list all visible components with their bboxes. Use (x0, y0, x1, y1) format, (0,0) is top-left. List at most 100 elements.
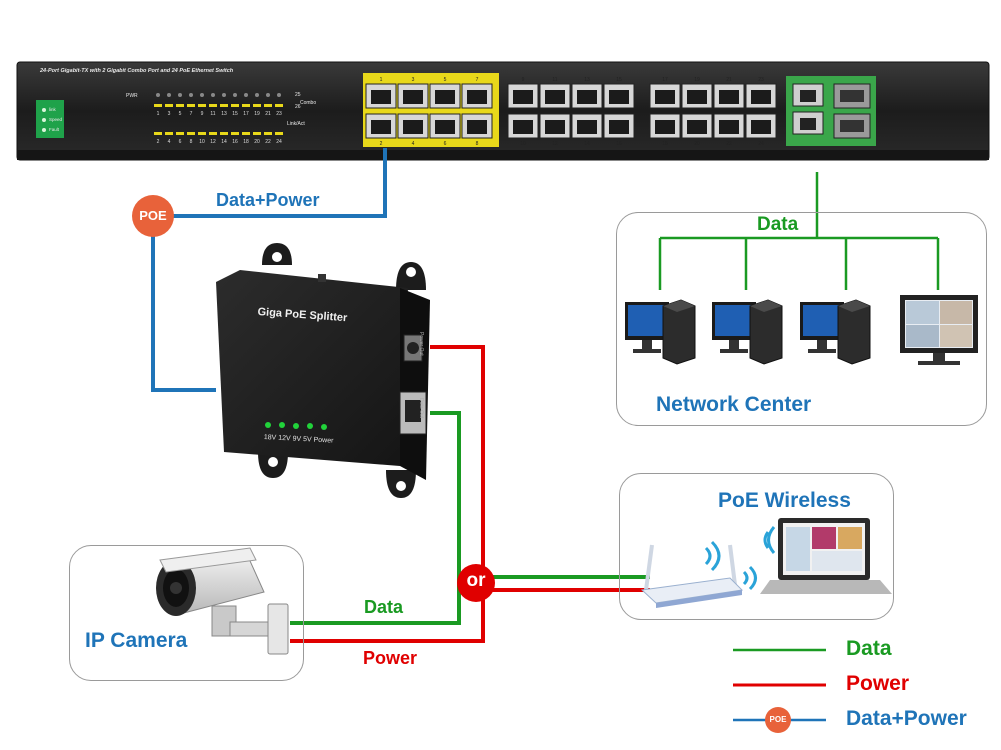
rj45-port-socket (371, 90, 391, 104)
power-cable (290, 345, 485, 643)
camera-power-label: Power (363, 648, 418, 668)
or-badge (457, 564, 495, 602)
splitter-power-out-label: Power Out (418, 332, 424, 356)
switch-led-bar (253, 132, 261, 135)
led-number: 23 (276, 111, 282, 117)
port-number: 9 (522, 77, 525, 83)
port-number: 4 (412, 141, 415, 147)
led-number: 8 (190, 139, 193, 145)
port-number: 10 (520, 141, 526, 147)
splitter-data-out-label: Data Out (418, 398, 424, 419)
port-25-label: 25 (295, 92, 301, 98)
port-number: 5 (444, 77, 447, 83)
rj45-port-socket (655, 120, 675, 134)
rj45-port-socket (513, 120, 533, 134)
rj45-port-socket (577, 90, 597, 104)
led-number: 4 (168, 139, 171, 145)
led-number: 2 (157, 139, 160, 145)
switch-led (156, 93, 160, 97)
switch-led-bar (253, 104, 261, 107)
port-number: 13 (584, 77, 590, 83)
rj45-port-socket (719, 90, 739, 104)
led-number: 1 (157, 111, 160, 117)
led-number: 15 (232, 111, 238, 117)
switch-led-bar (264, 104, 272, 107)
indicator-fault: Fault (49, 127, 60, 132)
poe-wireless-box (619, 473, 894, 620)
switch-led-bar (275, 132, 283, 135)
switch-led-bar (176, 132, 184, 135)
switch-led-bar (242, 104, 250, 107)
rj45-port-socket (687, 90, 707, 104)
legend-power-label: Power (846, 672, 910, 695)
combo-label: Combo (300, 100, 317, 106)
rj45-port-socket (545, 120, 565, 134)
led-number: 13 (221, 111, 227, 117)
legend-data-label: Data (846, 637, 892, 660)
network-center-devices (625, 299, 871, 365)
led-number: 17 (243, 111, 249, 117)
ip-camera-box (69, 545, 304, 681)
legend (733, 648, 826, 733)
switch-title: 24-Port Gigabit-TX with 2 Gigabit Combo … (40, 68, 234, 74)
port-number: 19 (694, 77, 700, 83)
led-number: 12 (210, 139, 216, 145)
switch-led-bar (165, 104, 173, 107)
data-power-label: Data+Power (216, 190, 320, 210)
poe-wireless-label: PoE Wireless (718, 489, 851, 512)
port-number: 22 (726, 141, 732, 147)
indicator-speed: Speed (49, 117, 63, 122)
switch-led-bar (187, 104, 195, 107)
rj45-port-socket (403, 90, 423, 104)
switch-led-bar (198, 132, 206, 135)
switch-led-bar (264, 132, 272, 135)
switch-led (255, 93, 259, 97)
switch-led (200, 93, 204, 97)
port-number: 12 (552, 141, 558, 147)
switch-led-bar (198, 104, 206, 107)
port-number: 23 (758, 77, 764, 83)
switch-led-bar (209, 104, 217, 107)
wifi-router-icon (640, 540, 757, 608)
switch-led-bar (187, 132, 195, 135)
data-cable (290, 411, 461, 625)
port-number: 6 (444, 141, 447, 147)
rj45-port-socket (435, 90, 455, 104)
led-number: 20 (254, 139, 260, 145)
switch-led-bar (154, 132, 162, 135)
switch-led-bar (242, 132, 250, 135)
poe-badge-label: POE (139, 208, 167, 223)
port-number: 16 (616, 141, 622, 147)
network-data-label: Data (757, 214, 799, 235)
switch-led (178, 93, 182, 97)
rj45-port-socket (467, 120, 487, 134)
indicator-link: link (49, 107, 56, 112)
switch-led-bar (220, 104, 228, 107)
led-number: 6 (179, 139, 182, 145)
switch-led (211, 93, 215, 97)
port-26-label: 26 (295, 104, 301, 110)
poe-switch: 123456789101112131415161718192021222324 … (16, 61, 990, 161)
port-number: 8 (476, 141, 479, 147)
port-number: 15 (616, 77, 622, 83)
rj45-port-socket (435, 120, 455, 134)
switch-led (167, 93, 171, 97)
rj45-port-socket (719, 120, 739, 134)
switch-led-bar (231, 132, 239, 135)
led-number: 5 (179, 111, 182, 117)
monitor-icon (900, 295, 978, 365)
legend-data-power-label: Data+Power (846, 707, 967, 730)
port-number: 18 (662, 141, 668, 147)
link-act-label: Link/Act (287, 121, 305, 127)
switch-led (277, 93, 281, 97)
rj45-port-socket (609, 120, 629, 134)
rj45-port-socket (751, 90, 771, 104)
led-number: 11 (210, 111, 215, 117)
led-number: 21 (265, 111, 271, 117)
switch-led-bar (220, 132, 228, 135)
led-number: 18 (243, 139, 249, 145)
network-center-label: Network Center (656, 393, 812, 416)
